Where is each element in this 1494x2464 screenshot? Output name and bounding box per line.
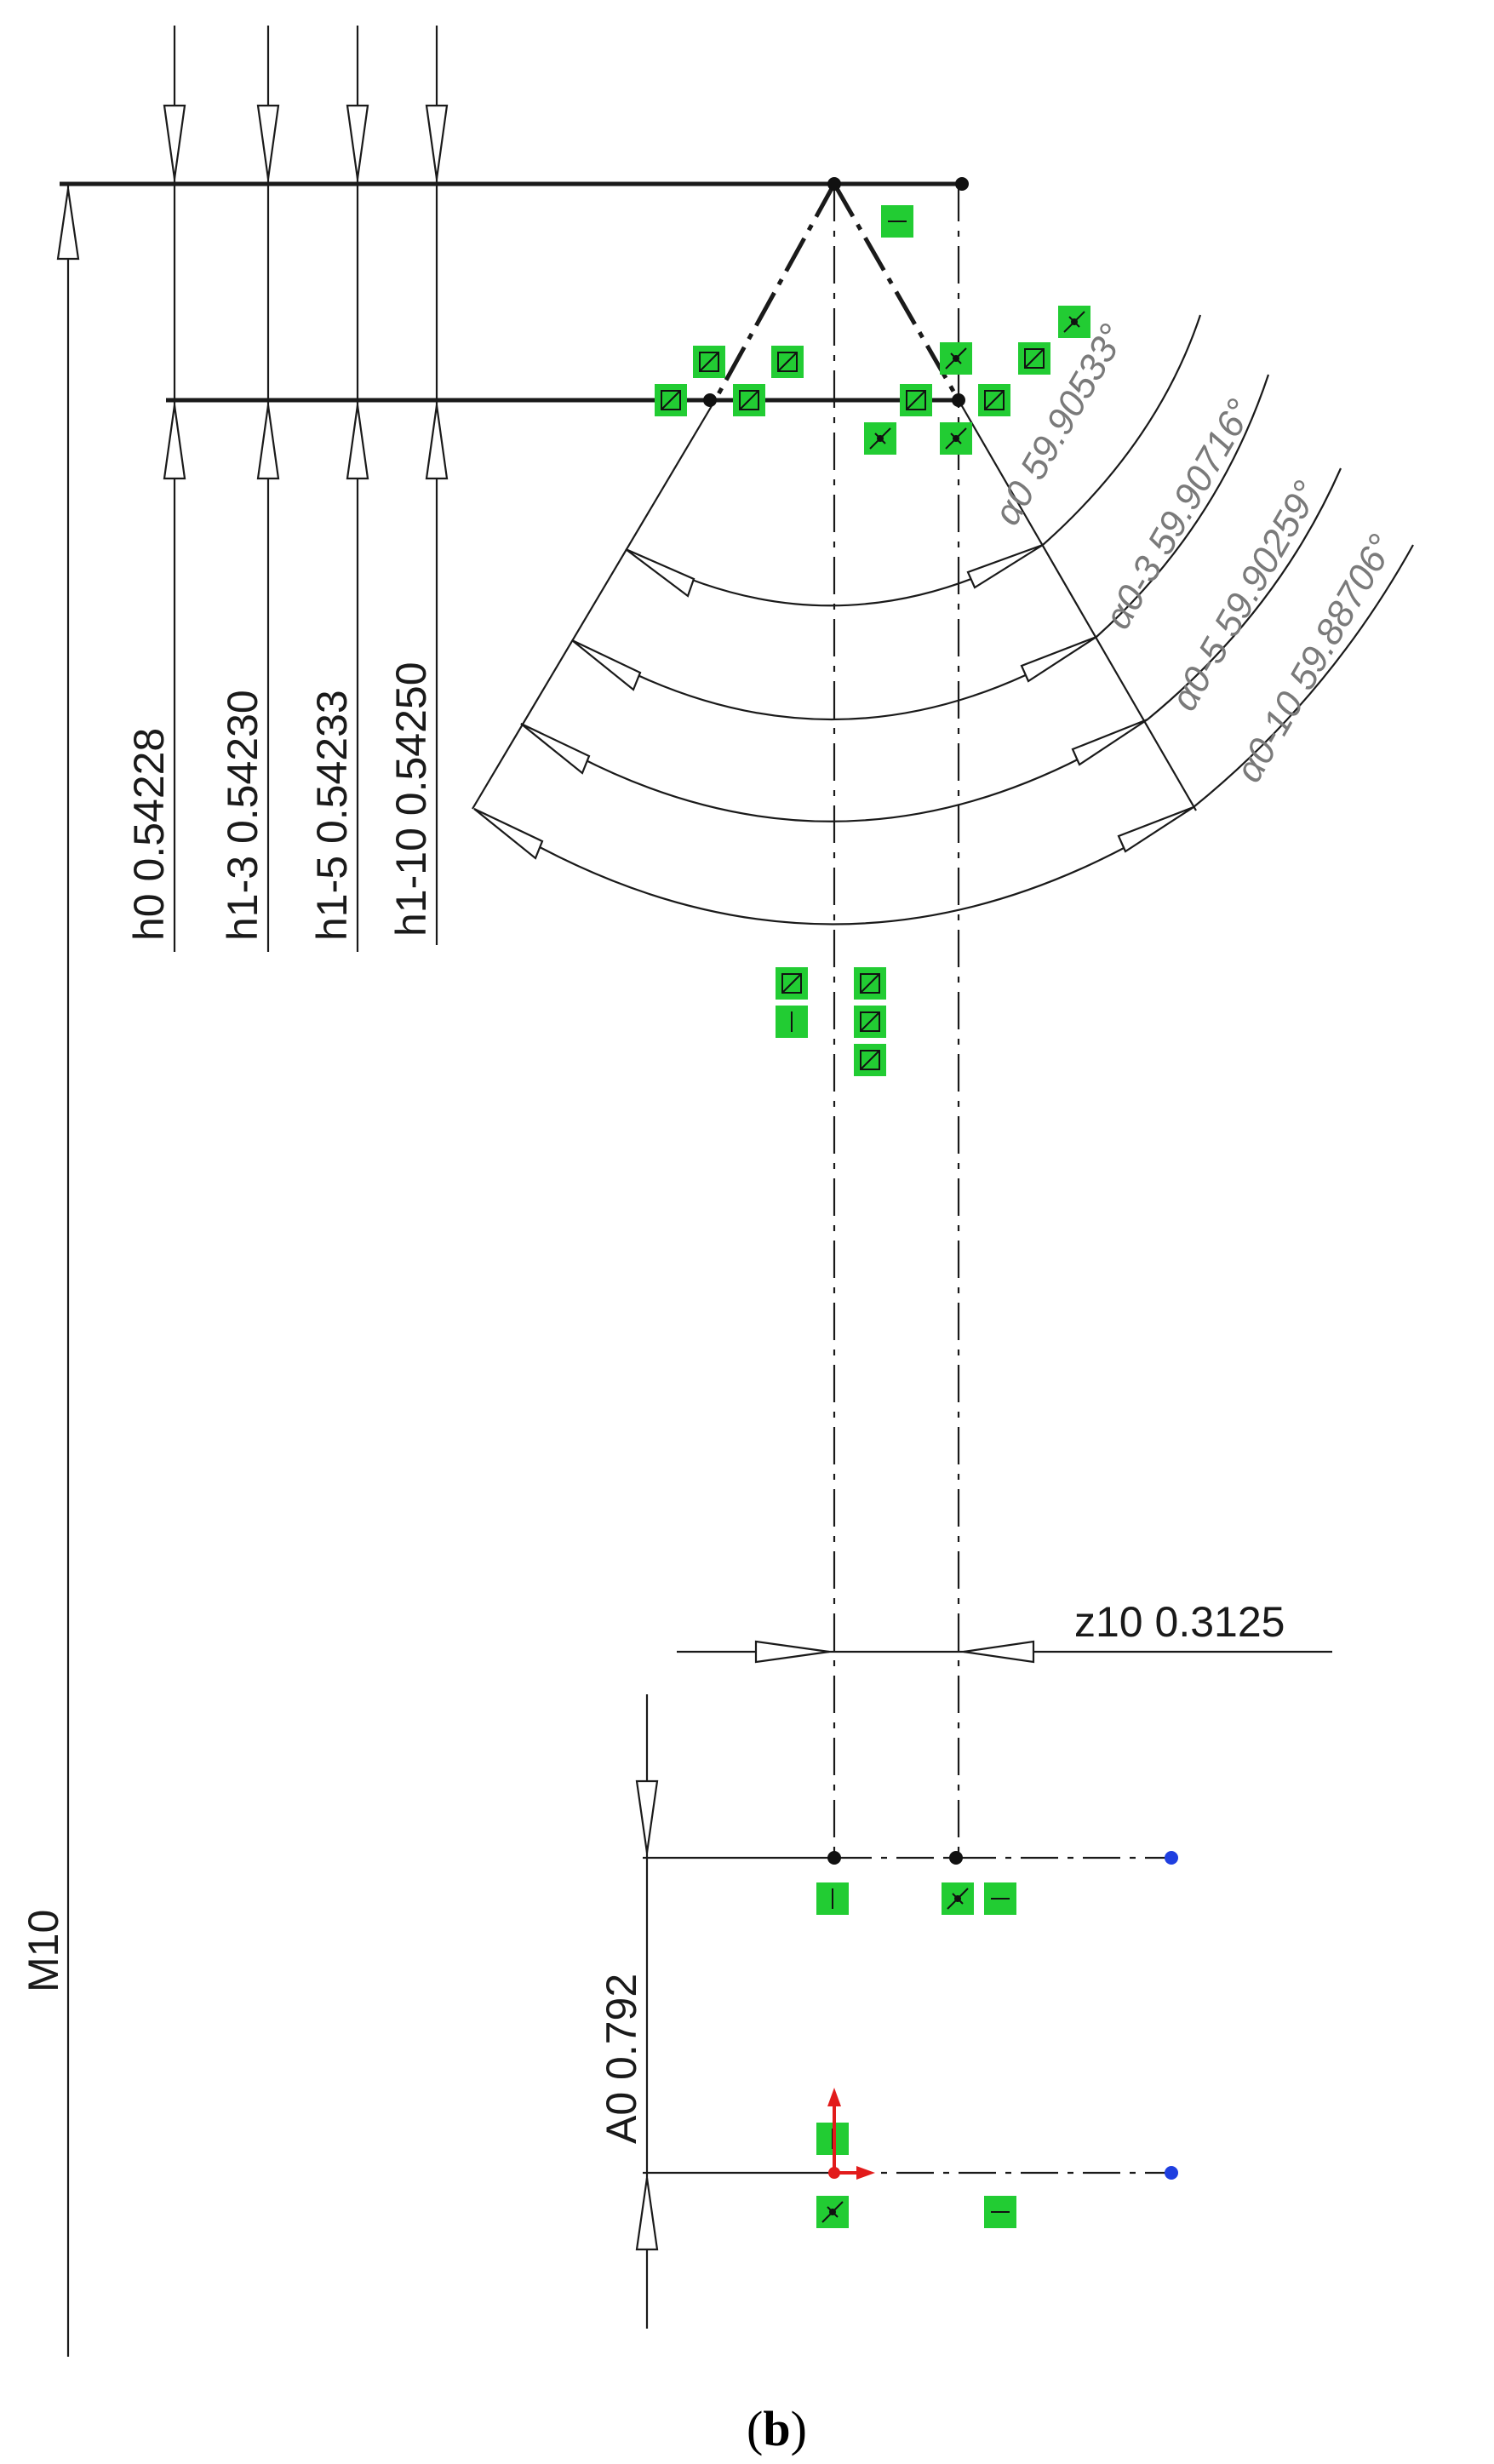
mid-left-point[interactable] — [703, 393, 717, 407]
relation-icons-top — [654, 204, 1091, 456]
angle-a0-arrow-left — [625, 547, 695, 598]
a0-dimension-label[interactable]: A0 0.792 — [598, 1974, 645, 2144]
vertical-relation-icon[interactable] — [816, 1882, 850, 1916]
z10-arrow-right — [963, 1640, 1035, 1664]
angle-a0-3-arrow-left — [571, 639, 642, 691]
lower-center-point[interactable] — [827, 1851, 841, 1865]
h0-arrow-bottom — [163, 404, 186, 480]
z10-arrow-left — [754, 1640, 830, 1664]
top-right-point[interactable] — [955, 177, 969, 191]
cone-left-edge-top[interactable] — [713, 182, 837, 402]
vertical-relation-icon[interactable] — [775, 1005, 809, 1039]
angle-a0-label[interactable]: α0 59.90533° — [986, 318, 1134, 532]
cone-construction — [472, 182, 1197, 1858]
fix-relation-icon[interactable] — [853, 1005, 887, 1039]
cone-left-edge[interactable] — [472, 399, 716, 810]
horizontal-relation-icon[interactable] — [880, 204, 914, 238]
h1-10-arrow-bottom — [425, 404, 449, 480]
h1-3-arrow-bottom — [256, 404, 280, 480]
m10-arrow-top — [56, 188, 80, 261]
angle-leader-a0-10 — [1193, 544, 1414, 808]
m10-dimension-label[interactable]: M10 — [20, 1910, 67, 1992]
a0-dimension: A0 0.792 — [598, 1694, 659, 2329]
h1-10-arrow-top — [425, 104, 449, 180]
z10-dimension-label[interactable]: z10 0.3125 — [1074, 1598, 1285, 1646]
figure-caption: (b) — [747, 2401, 807, 2456]
angle-a0-5-arrow-left — [520, 723, 591, 775]
coincident-relation-icon[interactable] — [939, 421, 973, 456]
caption-close: ) — [791, 2401, 807, 2456]
horizontal-relation-icon[interactable] — [983, 2195, 1017, 2229]
coincident-relation-icon[interactable] — [1057, 305, 1091, 339]
reference-lines — [60, 181, 962, 403]
cone-right-edge-top[interactable] — [832, 182, 961, 402]
origin-icon[interactable] — [827, 2088, 875, 2180]
fix-relation-icon[interactable] — [770, 345, 804, 379]
a0-arrow-top — [635, 1779, 659, 1854]
angle-a0-3-arrow-right — [1020, 635, 1097, 683]
fix-relation-icon[interactable] — [853, 966, 887, 1000]
angle-dimensions — [473, 314, 1414, 925]
fix-relation-icon[interactable] — [1017, 341, 1051, 375]
upper-endpoint[interactable] — [1165, 1851, 1178, 1865]
angle-leader-a0 — [1042, 314, 1202, 546]
a0-arrow-bottom — [635, 2177, 659, 2251]
h1-3-dimension-label[interactable]: h1-3 0.54230 — [219, 690, 266, 941]
caption-open: ( — [747, 2401, 763, 2456]
fix-relation-icon[interactable] — [977, 383, 1011, 417]
lower-offset-point[interactable] — [949, 1851, 963, 1865]
angle-leader-a0-3 — [1096, 374, 1270, 638]
m10-dimension: M10 — [20, 184, 80, 2357]
fix-relation-icon[interactable] — [899, 383, 933, 417]
h-dimension-lines — [163, 26, 449, 952]
z10-dimension: z10 0.3125 — [677, 1598, 1332, 1664]
angle-a0-arrow-right — [966, 543, 1044, 589]
angle-arc-a0-3[interactable] — [571, 636, 1097, 721]
caption-letter: b — [763, 2401, 790, 2456]
lower-lines — [643, 1851, 1178, 2180]
apex-point[interactable] — [827, 177, 841, 191]
angle-a0-5-arrow-right — [1071, 718, 1148, 766]
angle-a0-10-arrow-right — [1117, 805, 1194, 853]
fix-relation-icon[interactable] — [853, 1043, 887, 1077]
lower-endpoint[interactable] — [1165, 2166, 1178, 2180]
cone-right-edge[interactable] — [958, 399, 1197, 811]
h0-arrow-top — [163, 104, 186, 180]
coincident-relation-icon[interactable] — [863, 421, 897, 456]
fix-relation-icon[interactable] — [692, 345, 726, 379]
fix-relation-icon[interactable] — [732, 383, 766, 417]
mid-right-point[interactable] — [952, 393, 965, 407]
h1-5-arrow-bottom — [346, 404, 369, 480]
horizontal-relation-icon[interactable] — [983, 1882, 1017, 1916]
coincident-relation-icon[interactable] — [939, 341, 973, 375]
h1-5-dimension-label[interactable]: h1-5 0.54233 — [308, 690, 356, 941]
h1-5-arrow-top — [346, 104, 369, 180]
fix-relation-icon[interactable] — [654, 383, 688, 417]
h0-dimension-label[interactable]: h0 0.54228 — [125, 728, 173, 941]
coincident-relation-icon[interactable] — [816, 2195, 850, 2229]
h1-3-arrow-top — [256, 104, 280, 180]
angle-leader-a0-5 — [1147, 467, 1342, 720]
angle-arc-a0-10[interactable] — [473, 806, 1194, 925]
coincident-relation-icon[interactable] — [941, 1882, 975, 1916]
relation-icons-lower — [816, 1882, 1017, 2229]
sketch-points — [703, 177, 969, 407]
fix-relation-icon[interactable] — [775, 966, 809, 1000]
relation-icons-middle — [775, 966, 887, 1077]
h1-10-dimension-label[interactable]: h1-10 0.54250 — [387, 662, 435, 937]
angle-arc-a0-5[interactable] — [520, 719, 1148, 822]
angle-a0-10-arrow-left — [473, 808, 544, 860]
